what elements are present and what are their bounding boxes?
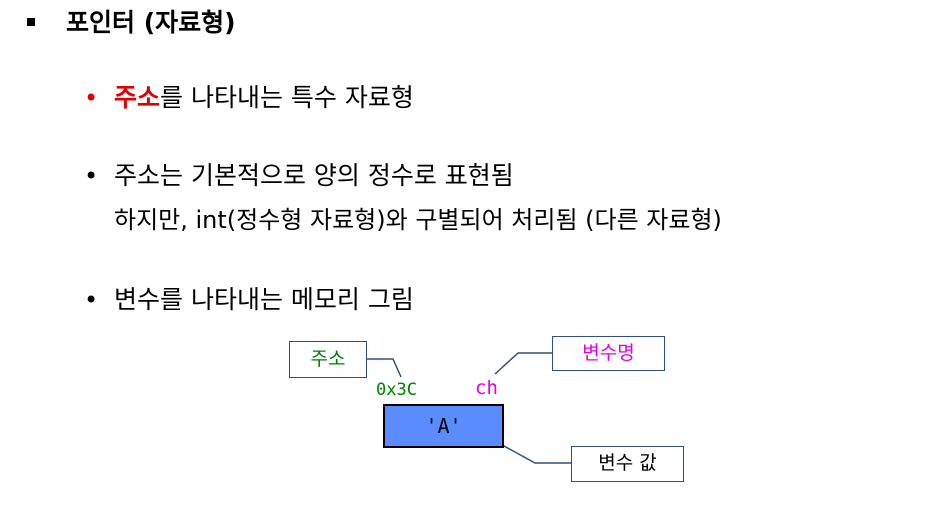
bullet-1-text: 주소를 나타내는 특수 자료형 xyxy=(114,80,414,116)
value-label-box: 변수 값 xyxy=(571,446,684,482)
name-label-box: 변수명 xyxy=(552,336,665,371)
bullet-3-dot: • xyxy=(84,286,99,314)
page-title: 포인터 (자료형) xyxy=(66,8,236,37)
address-connector xyxy=(367,358,402,378)
bullet-1-emphasis: 주소 xyxy=(114,83,161,112)
bullet-2-line-1: 주소는 기본적으로 양의 정수로 표현됨 xyxy=(114,161,514,190)
name-connector xyxy=(494,352,552,375)
bullet-3-text: 변수를 나타내는 메모리 그림 xyxy=(114,285,414,314)
variable-name: ch xyxy=(475,377,498,399)
bullet-2-line-2: 하지만, int(정수형 자료형)와 구별되어 처리됨 (다른 자료형) xyxy=(114,206,722,234)
heading-bullet-icon xyxy=(27,18,35,26)
address-value: 0x3C xyxy=(376,380,417,400)
variable-value-box: 'A' xyxy=(383,404,504,448)
bullet-1-rest: 를 나타내는 특수 자료형 xyxy=(160,83,414,112)
bullet-1-dot: • xyxy=(84,84,99,112)
address-label-box: 주소 xyxy=(289,341,367,378)
bullet-2-dot: • xyxy=(84,162,99,190)
